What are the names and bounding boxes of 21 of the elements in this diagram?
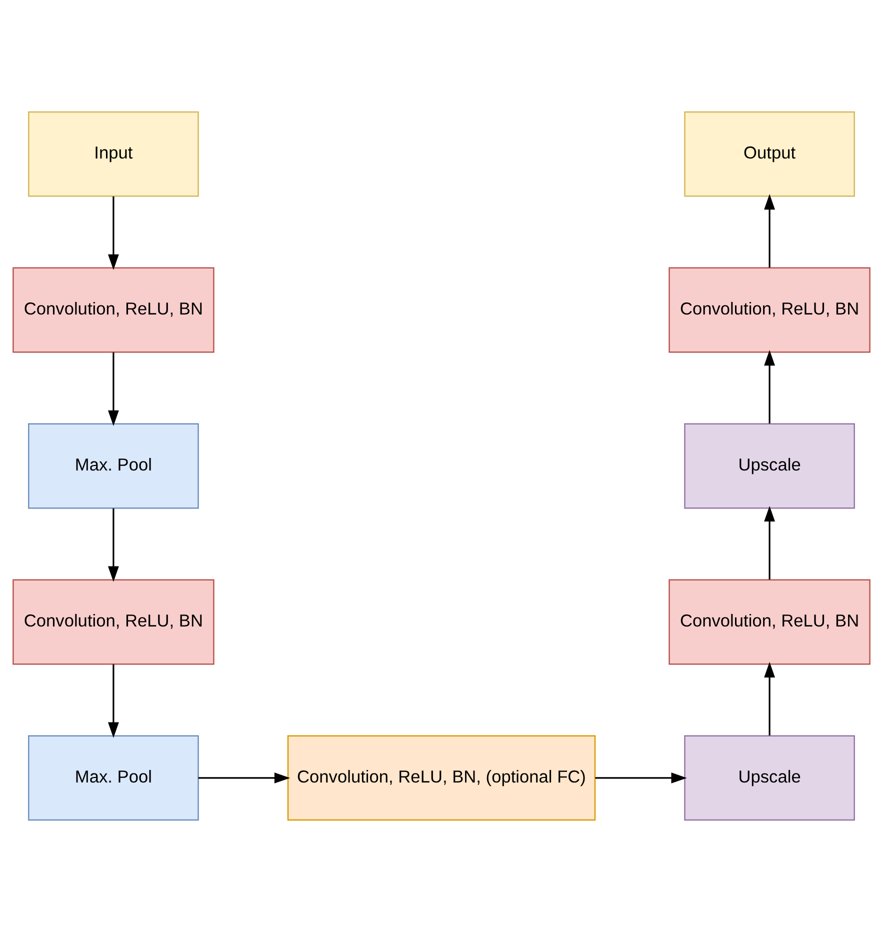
node-box: Convolution, ReLU, BN [12,578,214,664]
node-box: Max. Pool [28,422,199,508]
arrow [108,196,119,270]
arrow [198,772,290,783]
arrow [108,508,119,582]
arrow [108,664,119,738]
node-box: Convolution, ReLU, BN, (optional FC) [287,734,596,820]
node-box: Input [28,110,199,196]
node-box: Upscale [684,422,855,508]
arrow [108,352,119,426]
node-box: Output [684,110,855,196]
arrow [595,772,687,783]
node-box: Convolution, ReLU, BN [668,578,870,664]
node-box: Max. Pool [28,734,199,820]
node-box: Convolution, ReLU, BN [12,266,214,352]
arrow [764,661,776,735]
arrow [764,349,776,424]
node-box: Upscale [684,734,855,820]
arrow [764,505,776,579]
arrow [764,193,776,268]
node-box: Convolution, ReLU, BN [668,266,870,352]
